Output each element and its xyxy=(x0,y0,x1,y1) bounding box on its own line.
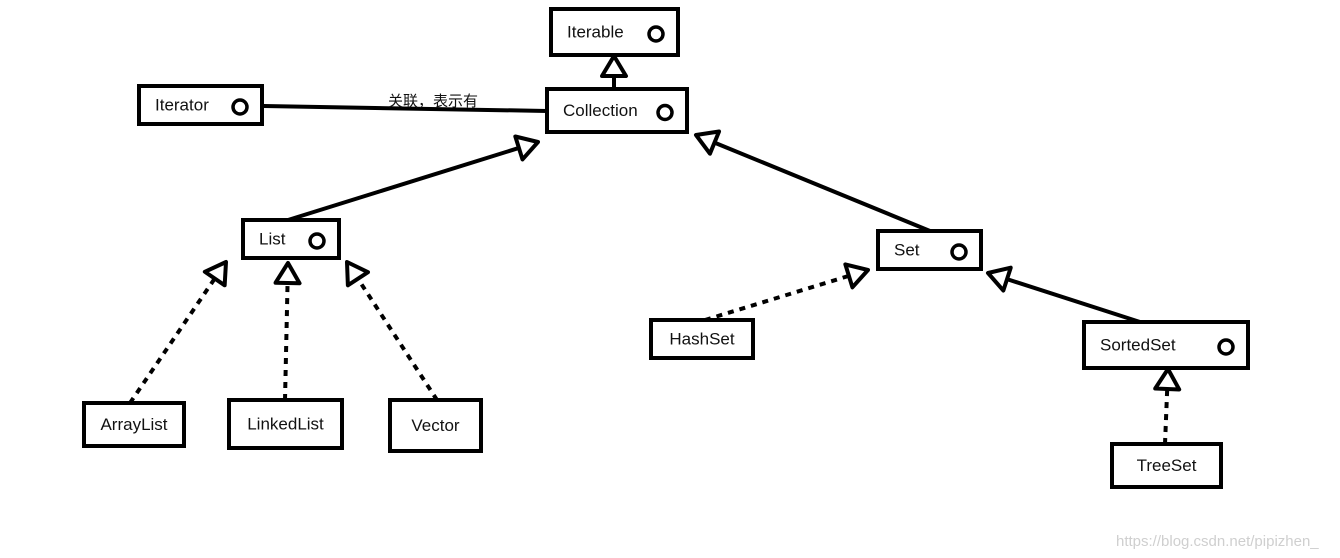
watermark: https://blog.csdn.net/pipizhen_ xyxy=(1116,533,1319,550)
interface-circle-icon xyxy=(308,232,326,250)
inheritance-arrowhead xyxy=(345,260,370,288)
association-label: 关联，表示有 xyxy=(388,92,478,110)
node-label: List xyxy=(259,229,286,248)
interface-circle-icon xyxy=(231,98,249,116)
edge-arraylist-to-list xyxy=(128,260,228,405)
interface-circle-icon xyxy=(950,243,968,261)
node-label: TreeSet xyxy=(1137,456,1197,475)
inheritance-arrowhead xyxy=(694,129,722,156)
node-label: SortedSet xyxy=(1100,335,1176,354)
node-arraylist: ArrayList xyxy=(82,401,186,448)
edge-hashset-to-set xyxy=(704,262,870,322)
node-label: HashSet xyxy=(669,329,734,348)
edge-collection-to-iterator: 关联，表示有 xyxy=(246,92,548,118)
node-box xyxy=(227,398,344,450)
node-label: Iterator xyxy=(155,95,209,114)
edge-line xyxy=(1006,277,1141,324)
edge-line xyxy=(356,277,439,402)
edge-line xyxy=(263,104,548,113)
node-iterator: Iterator xyxy=(137,84,264,126)
edge-line xyxy=(713,140,931,233)
inheritance-arrowhead xyxy=(513,134,540,162)
inheritance-arrowhead xyxy=(986,265,1013,293)
edge-line xyxy=(128,277,217,405)
edge-collection-to-iterable xyxy=(600,54,628,89)
node-treeset: TreeSet xyxy=(1110,442,1223,489)
edge-line xyxy=(283,282,290,401)
node-collection: Collection xyxy=(545,87,689,134)
node-sortedset: SortedSet xyxy=(1082,320,1250,370)
node-label: Vector xyxy=(411,416,460,435)
edge-set-to-collection xyxy=(694,129,931,233)
node-box xyxy=(545,87,689,134)
edge-line xyxy=(287,146,520,222)
node-box xyxy=(137,84,264,126)
node-box xyxy=(876,229,983,271)
node-box xyxy=(1110,442,1223,489)
edge-list-to-collection xyxy=(287,134,540,222)
inheritance-arrowhead xyxy=(843,262,870,290)
node-label: LinkedList xyxy=(247,414,324,433)
inheritance-arrowhead xyxy=(1153,367,1182,392)
node-box xyxy=(649,318,755,360)
node-label: ArrayList xyxy=(100,415,167,434)
edges-layer: 关联，表示有 xyxy=(128,54,1182,445)
node-box xyxy=(388,398,483,453)
node-box xyxy=(82,401,186,448)
node-box xyxy=(549,7,680,57)
edge-treeset-to-sortedset xyxy=(1153,367,1182,445)
node-set: Set xyxy=(876,229,983,271)
node-linkedlist: LinkedList xyxy=(227,398,344,450)
inheritance-arrowhead xyxy=(273,261,302,286)
inheritance-arrowhead xyxy=(202,260,228,288)
inheritance-arrowhead xyxy=(600,54,628,78)
interface-circle-icon xyxy=(647,25,665,43)
node-label: Set xyxy=(894,240,920,259)
edge-line xyxy=(704,273,850,322)
interface-circle-icon xyxy=(656,103,674,122)
node-label: Collection xyxy=(563,101,638,120)
node-iterable: Iterable xyxy=(549,7,680,57)
edge-vector-to-list xyxy=(345,260,439,402)
node-label: Iterable xyxy=(567,22,624,41)
edge-sortedset-to-set xyxy=(986,265,1141,324)
node-list: List xyxy=(241,218,341,260)
interface-circle-icon xyxy=(1217,338,1235,356)
node-vector: Vector xyxy=(388,398,483,453)
edge-line xyxy=(1163,388,1170,445)
node-hashset: HashSet xyxy=(649,318,755,360)
edge-linkedlist-to-list xyxy=(273,261,302,401)
